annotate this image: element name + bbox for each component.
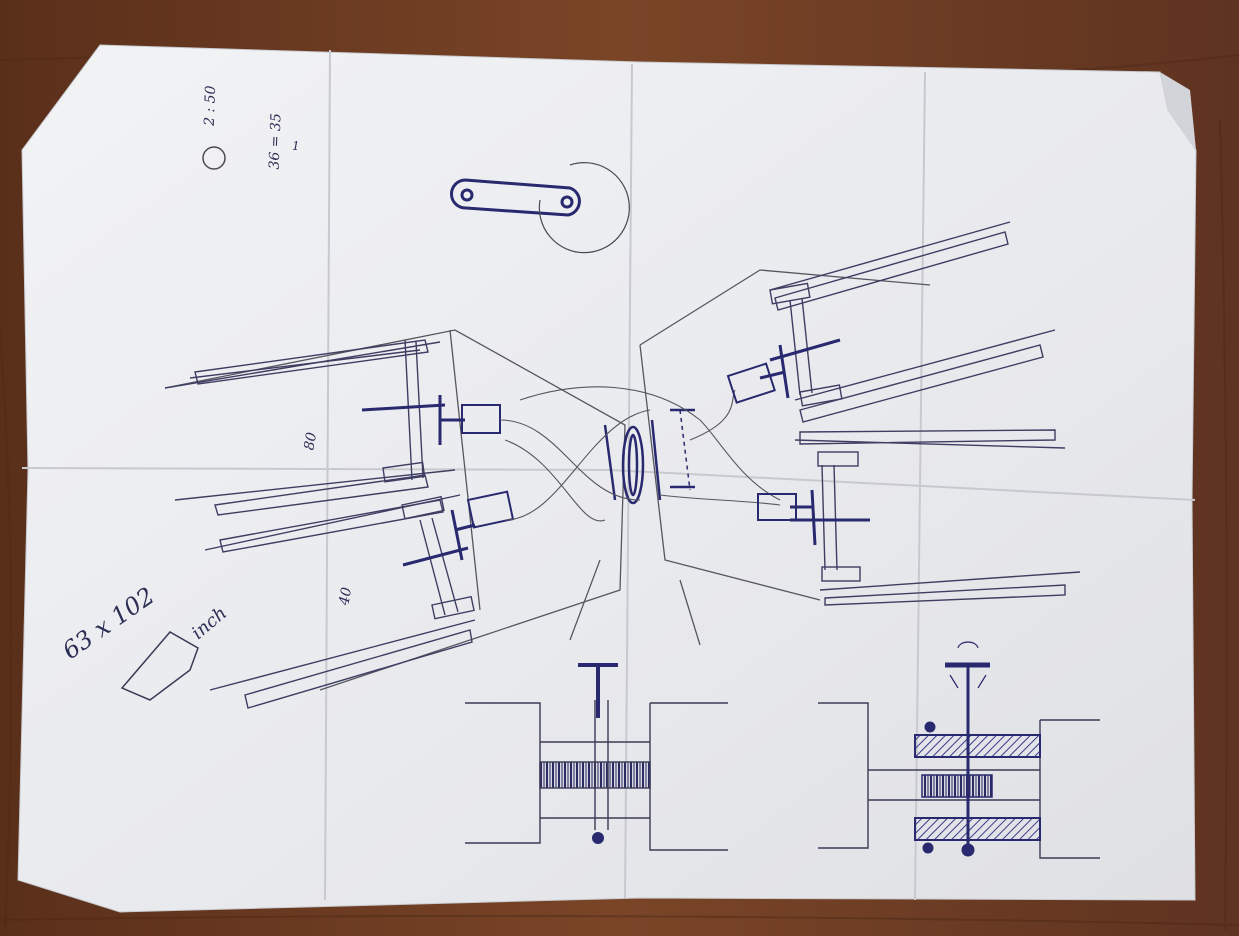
- gearbox-section-right: [818, 702, 1100, 859]
- left-upper-motor: [361, 395, 501, 445]
- piece-outline: [120, 631, 199, 701]
- ratio-notes: 2 : 50 1 36 = 35: [202, 85, 300, 170]
- left-lower-leg: [204, 494, 476, 709]
- right-upper-motor: [726, 338, 841, 404]
- knob-left: [578, 663, 618, 844]
- ratio-note-a: 2 : 50: [202, 85, 219, 127]
- left-lower-motor: [402, 490, 515, 567]
- right-lower-leg: [794, 429, 1081, 606]
- dimension-label-upper: 80: [301, 431, 320, 451]
- gearbox-section-left: [465, 700, 728, 851]
- ratio-note-b-bottom: 36 = 35: [267, 113, 285, 170]
- hatched-block: [914, 734, 1041, 841]
- ratio-note-b-top: 1: [292, 139, 300, 153]
- right-upper-leg: [769, 221, 1056, 423]
- central-gear: [603, 408, 695, 505]
- cable-curves: [499, 386, 781, 522]
- knob-right: [922, 641, 990, 857]
- right-lower-motor: [757, 489, 870, 546]
- left-upper-leg: [164, 339, 456, 516]
- crank-link-sketch: [450, 162, 630, 254]
- paper-curl-shadow: [1160, 72, 1196, 150]
- dimension-label-lower: 40: [336, 586, 355, 607]
